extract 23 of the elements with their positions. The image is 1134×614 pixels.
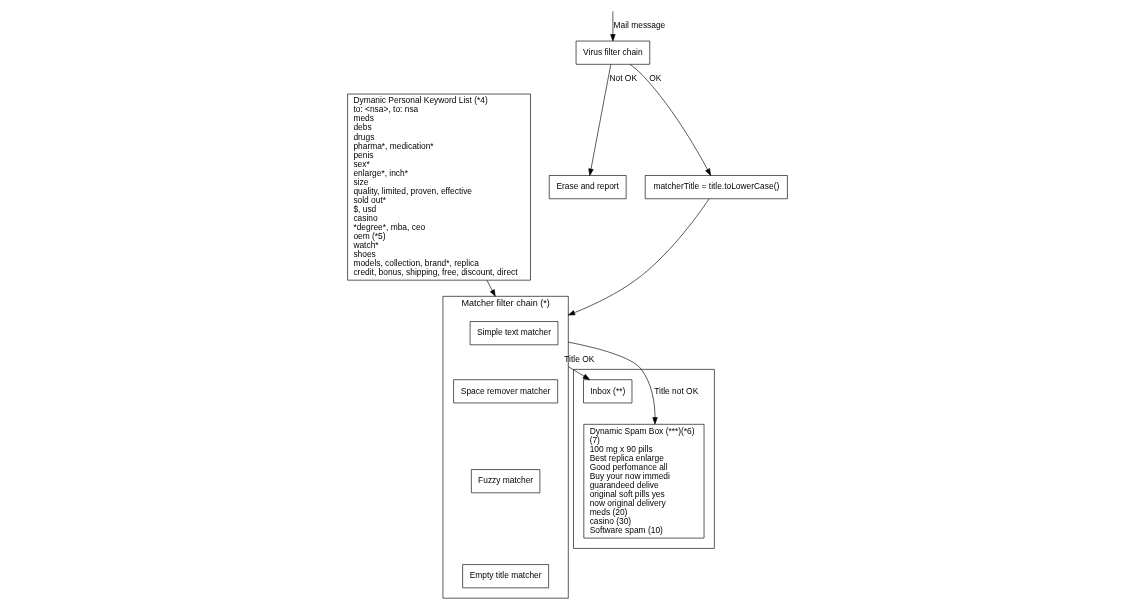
node-box: Space remover matcher xyxy=(452,379,558,404)
node-box: matcherTitle = title.toLowerCase() xyxy=(644,175,788,200)
node-box: Inbox (**) xyxy=(582,379,632,404)
cluster xyxy=(572,369,715,549)
node-box: Simple text matcher xyxy=(469,321,558,346)
arrow xyxy=(609,11,615,42)
arrow xyxy=(567,341,658,425)
edge-label: OK xyxy=(648,73,661,84)
edge-label: Not OK xyxy=(608,73,637,84)
node-box: Erase and report xyxy=(548,175,626,200)
edge-label: Title OK xyxy=(563,353,594,364)
arrow xyxy=(567,366,590,380)
node-box: Dynamic Spam Box (***)(*6) (7) 100 mg x 90 pills Best replica enlarge Good perfomance all Buy your now immedi guarandeed delive original soft pills yes now original delivery meds (20) casino (30) Software spam (10) xyxy=(583,424,704,539)
arrow xyxy=(587,64,611,176)
edge-label: Title not OK xyxy=(653,385,698,396)
node-box: Virus filter chain xyxy=(575,40,650,65)
node-box: Fuzzy matcher xyxy=(470,469,540,494)
arrow xyxy=(567,198,709,316)
node-box: Dymanic Personal Keyword List (*4) to: <nsa>, to: nsa meds debs drugs pharma*, medication* penis sex* enlarge*, inch* size quality, limited, proven, effective sold out* $, usd casino *degree*, mba, ceo oem (*5) watch* shoes models, collection, brand*, replica credit, bonus, shipping, free, discount, direct xyxy=(346,93,531,281)
node-box: Empty title matcher xyxy=(461,564,549,589)
arrow xyxy=(486,279,496,297)
arrow xyxy=(629,64,711,176)
edge-label: Mail message xyxy=(613,20,665,31)
